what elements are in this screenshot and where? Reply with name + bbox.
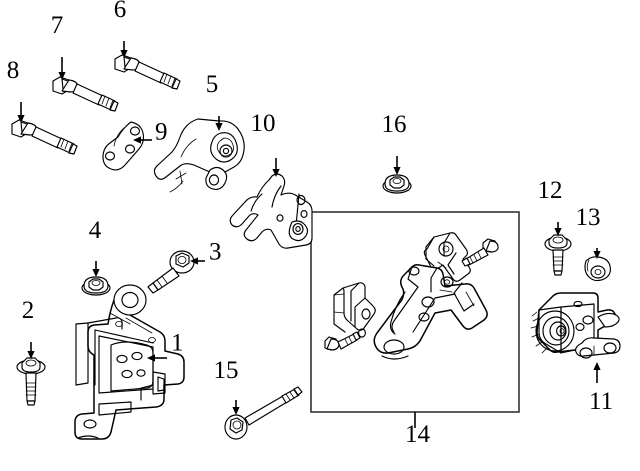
callout-label-15: 15: [213, 357, 239, 384]
callout-13-leader: [593, 248, 601, 259]
callout-12-leader: [554, 222, 562, 236]
callout-4-leader: [92, 261, 100, 277]
callout-3-leader: [190, 257, 205, 265]
callout-6-leader: [120, 41, 128, 58]
callout-label-9: 9: [155, 118, 168, 146]
part-1-engine-mount-main: [74, 284, 185, 440]
part-14-left-bracket: [333, 282, 376, 338]
part-14-lower-bolt: [324, 331, 361, 351]
callout-16-leader: [393, 156, 401, 175]
part-5-torque-rod-mount: [153, 118, 245, 193]
part-12-flange-bolt-short: [544, 234, 572, 276]
part-4-flange-nut: [81, 276, 111, 296]
callout-label-13: 13: [575, 204, 601, 231]
callout-10-leader: [272, 158, 280, 177]
callout-1-leader: [147, 354, 167, 362]
part-9-link-bracket: [102, 121, 145, 171]
callout-2-leader: [27, 342, 35, 359]
callout-9-leader: [133, 136, 152, 144]
callout-7-leader: [58, 57, 66, 80]
callout-label-3: 3: [209, 238, 222, 266]
callout-label-2: 2: [21, 297, 35, 324]
callout-label-14: 14: [405, 421, 430, 448]
callout-label-12: 12: [537, 177, 563, 204]
callout-label-1: 1: [171, 329, 184, 357]
callout-label-4: 4: [88, 217, 102, 244]
callout-11-leader: [593, 362, 601, 383]
callout-label-10: 10: [250, 110, 276, 137]
kit-box-14: [310, 211, 520, 428]
callout-label-11: 11: [589, 388, 614, 415]
part-6-long-flange-bolt: [114, 54, 181, 90]
callout-label-16: 16: [381, 111, 407, 138]
callout-15-leader: [232, 400, 240, 415]
part-14-main-bracket: [373, 264, 488, 360]
callout-label-8: 8: [6, 57, 20, 84]
callout-5-leader: [215, 116, 223, 131]
callout-label-5: 5: [205, 71, 219, 98]
part-8-long-flange-bolt: [11, 119, 78, 155]
part-13-stopper-bushing: [584, 256, 611, 282]
part-3-hex-flange-bolt: [147, 250, 195, 294]
part-14-upper-bolt: [461, 238, 499, 267]
callout-label-6: 6: [113, 0, 127, 23]
part-11-transmission-mount: [530, 292, 621, 359]
part-15-long-bolt: [224, 386, 303, 440]
callout-8-leader: [17, 102, 25, 123]
part-16-flange-nut: [382, 174, 412, 194]
part-2-flange-bolt: [16, 357, 46, 406]
callout-label-7: 7: [50, 12, 64, 39]
part-7-long-flange-bolt: [52, 76, 119, 112]
part-10-mount-bracket: [229, 173, 313, 249]
